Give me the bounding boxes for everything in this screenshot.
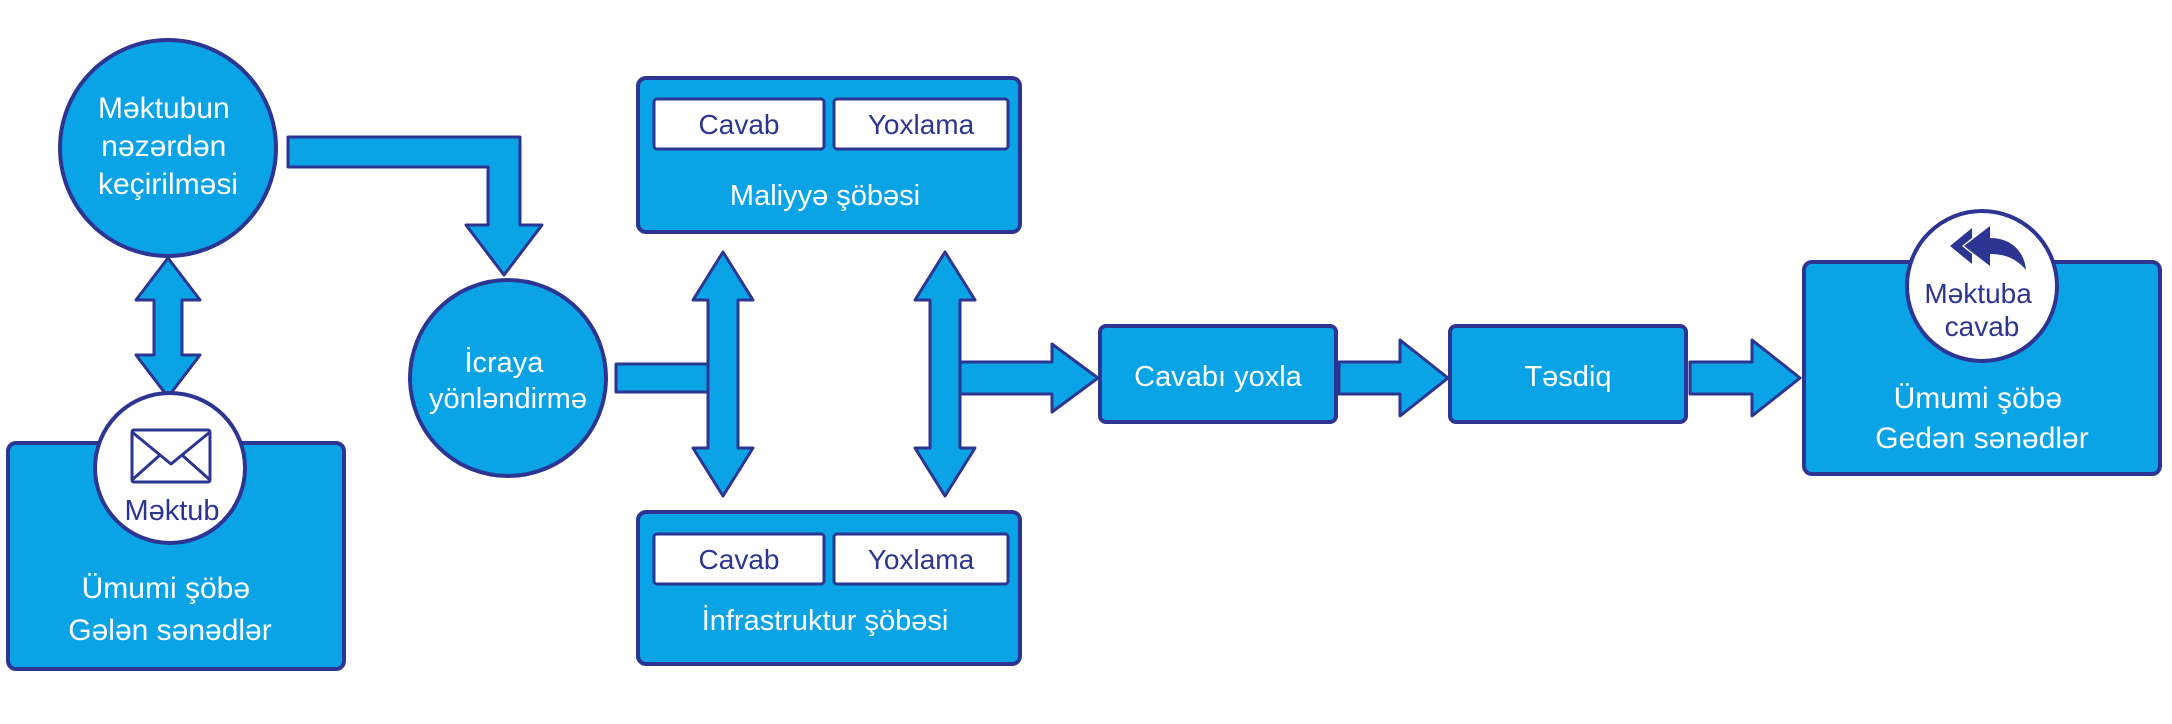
connector-dispatch-to-branch xyxy=(614,362,726,394)
review-line-2: nəzərdən xyxy=(101,130,226,163)
double-arrow-branch-right xyxy=(913,250,977,498)
infra-answer-label: Cavab xyxy=(699,544,780,575)
arrow-to-check-answer xyxy=(958,342,1100,414)
infra-department-label: İnfrastruktur şöbəsi xyxy=(702,604,949,637)
infra-check-tab xyxy=(832,532,1010,586)
reply-badge-line-2: cavab xyxy=(1945,311,2020,342)
check-answer-box: Cavabı yoxla xyxy=(1098,324,1338,424)
arrows xyxy=(134,135,1802,498)
finance-check-label: Yoxlama xyxy=(868,109,975,140)
svg-text:İcraya yönləndirmə: İcraya yönləndirmə xyxy=(429,346,587,415)
svg-text:Məktuba cavab: Məktuba cavab xyxy=(1924,278,2039,342)
incoming-line-1: Ümumi şöbə xyxy=(82,572,250,605)
approve-label: Təsdiq xyxy=(1524,361,1611,393)
review-circle: Məktubun nəzərdən keçirilməsi xyxy=(58,38,278,258)
review-line-3: keçirilməsi xyxy=(98,168,238,201)
letter-badge-label: Məktub xyxy=(124,495,219,527)
finance-department-label: Maliyyə şöbəsi xyxy=(730,180,920,212)
outgoing-line-2: Gedən sənədlər xyxy=(1875,422,2089,455)
arrow-review-to-dispatch xyxy=(286,135,544,277)
outgoing-line-1: Ümumi şöbə xyxy=(1894,382,2062,415)
svg-text:Ümumi şöbə Gələn sənədlə: Ümumi şöbə Gələn sənədlər xyxy=(68,572,271,647)
arrow-approve-to-outgoing xyxy=(1688,338,1802,418)
incoming-documents-box: Məktub Ümumi şöbə Gələn sənədlər xyxy=(6,391,346,671)
approve-box: Təsdiq xyxy=(1448,324,1688,424)
infra-answer-tab xyxy=(652,532,826,586)
finance-department-box: Cavab Yoxlama Maliyyə şöbəsi xyxy=(636,76,1022,234)
finance-answer-tab xyxy=(652,97,826,151)
dispatch-line-1: İcraya xyxy=(464,346,544,379)
reply-badge-line-1: Məktuba xyxy=(1924,278,2032,309)
double-arrow-branch-left xyxy=(691,250,755,498)
envelope-icon xyxy=(130,428,212,484)
svg-text:Məktubun nəzərdən: Məktubun nəzərdən keçirilməsi xyxy=(98,92,238,201)
check-answer-label: Cavabı yoxla xyxy=(1134,361,1303,393)
dispatch-circle: İcraya yönləndirmə xyxy=(408,278,608,478)
reply-badge xyxy=(1905,209,2059,363)
arrow-check-to-approve xyxy=(1337,338,1450,418)
dispatch-line-2: yönləndirmə xyxy=(429,383,587,415)
review-line-1: Məktubun xyxy=(98,92,230,125)
finance-answer-label: Cavab xyxy=(699,109,780,140)
finance-check-tab xyxy=(832,97,1010,151)
incoming-line-2: Gələn sənədlər xyxy=(68,614,271,647)
svg-text:Ümumi şöbə Gedən sənədlə: Ümumi şöbə Gedən sənədlər xyxy=(1875,382,2089,455)
double-arrow-review-incoming xyxy=(134,256,202,399)
outgoing-documents-box: Məktuba cavab Ümumi şöbə Gedən sənədlər xyxy=(1802,209,2162,476)
infra-check-label: Yoxlama xyxy=(868,544,975,575)
infrastructure-department-box: Cavab Yoxlama İnfrastruktur şöbəsi xyxy=(636,510,1022,666)
reply-all-icon xyxy=(1950,226,2026,270)
